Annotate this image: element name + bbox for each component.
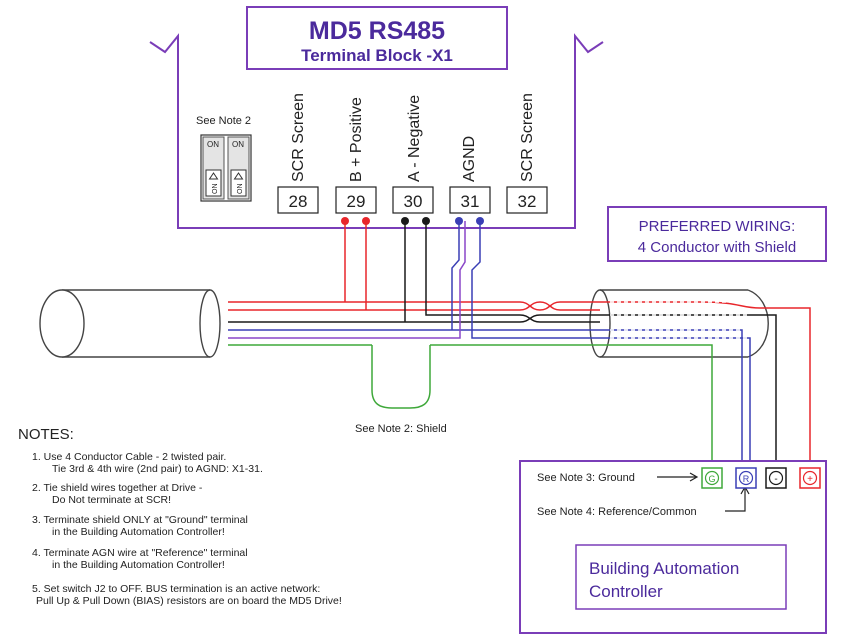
wire-blue-31a <box>228 221 743 460</box>
terminal-ground-letter: G <box>708 474 715 484</box>
terminal-label-31: AGND <box>461 136 478 182</box>
note-line: in the Building Automation Controller! <box>52 526 225 538</box>
note-line: 4. Terminate AGN wire at "Reference" ter… <box>32 547 248 559</box>
terminal-number-32: 32 <box>518 192 537 211</box>
ground-arrow <box>657 472 699 482</box>
terminal-dots <box>341 217 484 225</box>
note-line: 5. Set switch J2 to OFF. BUS termination… <box>32 583 320 595</box>
terminal-label-32: SCR Screen <box>519 93 536 182</box>
note-line: Pull Up & Pull Down (BIAS) resistors are… <box>36 595 342 607</box>
note-line: Do Not terminate at SCR! <box>52 494 171 506</box>
dip-switch-j2: ON ON ON ON <box>200 134 252 202</box>
header-title: MD5 RS485 <box>309 17 445 45</box>
wire-blue-31b <box>471 221 751 460</box>
preferred-wiring-line2: 4 Conductor with Shield <box>638 239 796 256</box>
shield-note: See Note 2: Shield <box>355 423 447 435</box>
terminal-number-31: 31 <box>461 192 480 211</box>
wire-black-30b <box>425 221 600 323</box>
terminal-number-30: 30 <box>404 192 423 211</box>
preferred-wiring-box <box>607 206 827 262</box>
controller-title-box <box>575 544 787 610</box>
terminal-number-28: 28 <box>289 192 308 211</box>
switch-note: See Note 2 <box>196 115 251 127</box>
note-line: in the Building Automation Controller! <box>52 559 225 571</box>
note-line: 3. Terminate shield ONLY at "Ground" ter… <box>32 514 248 526</box>
switch-toggle-label-2: ON <box>237 184 244 195</box>
switch-label-1: ON <box>207 140 219 149</box>
terminal-number-29: 29 <box>347 192 366 211</box>
shield-drain-loop <box>371 345 431 409</box>
note-line: Tie 3rd & 4th wire (2nd pair) to AGND: X… <box>52 463 263 475</box>
notes-heading: NOTES: <box>18 426 74 443</box>
controller-title-line1: Building Automation <box>589 559 739 578</box>
wire-purple-pair <box>228 221 466 339</box>
controller-title-line2: Controller <box>589 582 663 601</box>
terminal-label-28: SCR Screen <box>290 93 307 182</box>
wires <box>228 221 811 466</box>
switch-label-2: ON <box>232 140 244 149</box>
controller-terminals <box>701 467 821 489</box>
terminal-label-30: A - Negative <box>406 95 423 182</box>
header-box <box>246 6 508 70</box>
drive-enclosure-outline <box>149 33 604 229</box>
notes-list: 1. Use 4 Conductor Cable - 2 twisted pai… <box>32 451 342 607</box>
header-subtitle: Terminal Block -X1 <box>301 46 453 65</box>
terminal-reference-letter: R <box>743 474 750 484</box>
note-line: 1. Use 4 Conductor Cable - 2 twisted pai… <box>32 451 226 463</box>
terminal-label-29: B + Positive <box>348 97 365 182</box>
ground-note: See Note 3: Ground <box>537 472 635 484</box>
terminal-negative-sign: - <box>774 474 777 485</box>
wire-red-29b <box>228 221 600 311</box>
terminal-positive-sign: + <box>807 474 813 485</box>
preferred-wiring-line1: PREFERRED WIRING: <box>639 218 796 235</box>
reference-note: See Note 4: Reference/Common <box>537 506 697 518</box>
switch-toggle-label-1: ON <box>212 184 219 195</box>
note-line: 2. Tie shield wires together at Drive - <box>32 482 203 494</box>
terminal-block <box>277 186 548 214</box>
cable-jacket <box>39 289 769 358</box>
wire-green-shield <box>228 344 713 465</box>
